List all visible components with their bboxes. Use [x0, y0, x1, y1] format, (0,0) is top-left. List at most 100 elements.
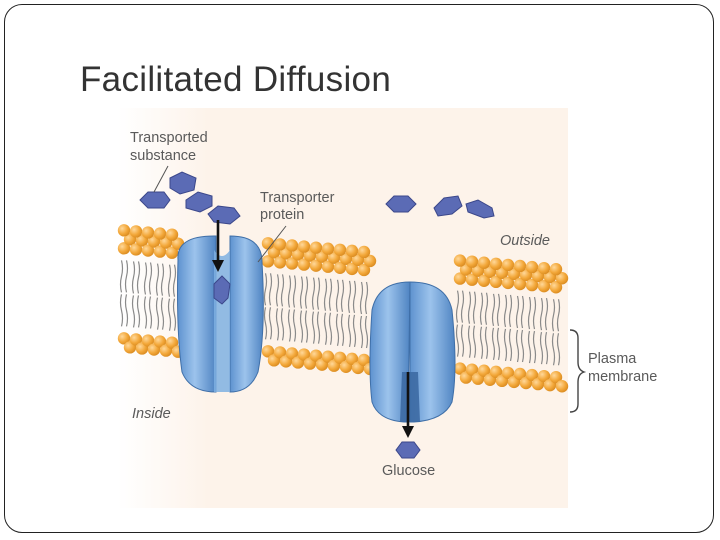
lipid-tail [148, 262, 153, 295]
lipid-head [273, 238, 287, 251]
lipid-tail [352, 314, 357, 348]
lipid-tail [167, 264, 172, 297]
lipid-head [273, 346, 287, 359]
lipid-tail [119, 260, 124, 293]
lipid-tail [455, 290, 460, 323]
lipid-tail [340, 279, 345, 312]
lipid-tail [491, 293, 496, 326]
lipid-tail [328, 312, 333, 345]
transporter-protein-open-outside [177, 235, 264, 393]
lipid-tail [479, 326, 484, 359]
lipid-tail [172, 298, 177, 331]
lipid-tail [280, 308, 285, 341]
lipid-head [555, 272, 569, 285]
lipid-tail [275, 274, 280, 307]
lipid-head [321, 260, 335, 273]
lipid-tail [323, 312, 328, 345]
lipid-tail [467, 325, 472, 358]
lipid-head [141, 244, 155, 257]
molecule-substance-3 [185, 191, 213, 213]
lipid-tail [455, 324, 460, 357]
lipid-head [363, 254, 377, 268]
lipid-head [453, 272, 467, 285]
arrow-out-of-protein [402, 372, 414, 438]
label-outside: Outside [500, 233, 550, 249]
lipid-tail [172, 264, 177, 297]
lipid-tail [484, 326, 489, 359]
lipid-head [285, 347, 299, 360]
lipid-head [477, 364, 491, 377]
molecule-outside-2 [433, 195, 463, 217]
lipid-tail [268, 273, 273, 306]
lipid-head [345, 262, 359, 276]
lipid-head [489, 275, 503, 289]
lipid-tail [496, 293, 501, 326]
lipid-tail [335, 279, 340, 312]
lipid-head [525, 260, 539, 274]
lipid-head [297, 240, 311, 253]
lipid-tail [136, 261, 141, 294]
molecule-substance-2 [169, 171, 197, 195]
lipid-head [465, 363, 479, 376]
lipid-head [345, 352, 359, 366]
lipid-head [357, 263, 371, 277]
lipid-head [321, 242, 335, 255]
lipid-tail [532, 330, 537, 364]
lipid-tail [160, 263, 165, 296]
lipid-tail [515, 295, 520, 329]
lipid-tail [311, 277, 316, 310]
lipid-tail [496, 327, 501, 360]
lipid-head [333, 243, 347, 256]
lipid-tail [503, 328, 508, 362]
lipid-tail [340, 313, 345, 346]
leader-transporter-protein [257, 225, 287, 263]
lipid-head [549, 263, 563, 276]
lipid-tail [491, 327, 496, 360]
molecule-outside-3 [465, 199, 495, 219]
lipid-tail [520, 329, 525, 363]
lipid-tail [323, 278, 328, 311]
lipid-tail [131, 261, 136, 294]
lipid-tail [311, 311, 316, 344]
lipid-head [489, 257, 503, 271]
lipid-head [501, 258, 515, 272]
lipid-tail [136, 295, 141, 328]
lipid-bilayer [117, 224, 569, 393]
lipid-head [129, 243, 143, 256]
lipid-head [285, 257, 299, 270]
lipid-tail [527, 296, 532, 330]
lipid-tail [316, 277, 321, 310]
lipid-tail [275, 308, 280, 341]
lipid-tail [359, 315, 364, 349]
lipid-tail [263, 307, 268, 340]
lipid-tail [352, 280, 357, 314]
lipid-tail [155, 297, 160, 330]
leader-transported-substance [153, 165, 169, 193]
lipid-tail [460, 290, 465, 323]
lipid-tail [503, 294, 508, 328]
label-transporter-protein-line1: Transporter [260, 190, 335, 206]
lipid-tail [460, 324, 465, 357]
lipid-head [537, 279, 551, 293]
lipid-head [549, 281, 563, 294]
lipid-head [477, 256, 491, 269]
lipid-tail [292, 275, 297, 308]
lipid-head [297, 258, 311, 271]
lipid-head [465, 273, 479, 286]
lipid-head [165, 228, 179, 241]
transporter-protein-open-inside [369, 281, 456, 423]
lipid-tail [347, 314, 352, 348]
lipid-head [525, 278, 539, 292]
lipid-tail [328, 278, 333, 311]
lipid-tail [551, 299, 556, 332]
lipid-tail [280, 274, 285, 307]
lipid-head [273, 256, 287, 269]
lipid-head [333, 351, 347, 364]
molecule-outside-1 [385, 195, 417, 213]
lipid-head [297, 348, 311, 361]
lipid-tail [551, 333, 556, 366]
lipid-tail [155, 263, 160, 296]
lipid-head [549, 371, 563, 384]
lipid-tail [508, 294, 513, 328]
lipid-head [309, 259, 323, 272]
